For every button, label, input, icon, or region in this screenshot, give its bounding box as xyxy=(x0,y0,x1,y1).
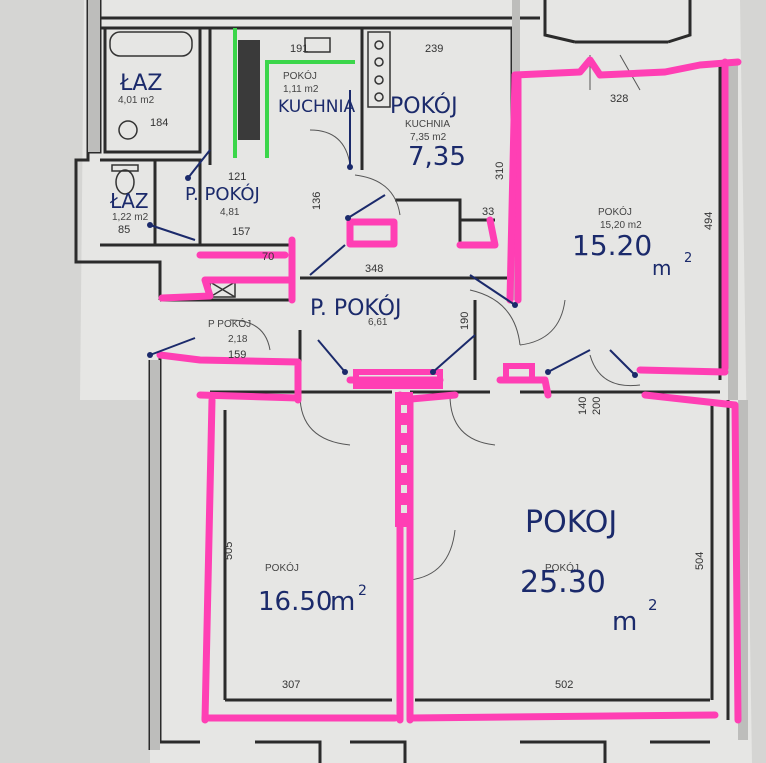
se-room-printed-label: POKÓJ xyxy=(545,561,579,574)
bath-hand-label: ŁAZ xyxy=(119,71,163,96)
se-room-dim-bottom: 502 xyxy=(555,679,573,691)
door-swings xyxy=(229,54,641,581)
bathtub-icon xyxy=(109,31,193,140)
bath-dim: 184 xyxy=(150,117,168,129)
green-marker xyxy=(233,28,355,158)
hall-area-printed: 6,61 xyxy=(368,317,388,328)
kitchen-hand-area: 7,35 xyxy=(408,142,466,172)
ne-room-dim-top: 328 xyxy=(610,93,628,105)
dim-140: 140 xyxy=(577,397,589,415)
bath-area-printed: 4,01 m2 xyxy=(118,95,155,106)
corridor-dim-2: 121 xyxy=(228,171,246,183)
corridor-dim-3: 136 xyxy=(311,192,323,210)
toilet-icon xyxy=(111,164,139,195)
old-kitchen-label: POKÓJ xyxy=(283,69,317,82)
arrow-dots xyxy=(147,164,638,378)
door-arrows xyxy=(149,90,636,376)
pillar-highlight xyxy=(503,363,535,383)
hall-dim-side: 190 xyxy=(459,312,471,330)
small-room-label: P POKÓJ xyxy=(208,317,251,330)
kitchen-printed-label: KUCHNIA xyxy=(405,119,450,130)
dim-200: 200 xyxy=(591,397,603,415)
small-room-area: 2,18 xyxy=(228,334,248,345)
small-bath-dim: 85 xyxy=(118,224,130,236)
se-room-hand-exp: 2 xyxy=(648,596,658,614)
small-room-dim: 159 xyxy=(228,349,246,361)
se-room-hand-label: POKOJ xyxy=(525,505,617,540)
ne-room-hand-exp: 2 xyxy=(684,251,692,266)
sw-room-hand-exp: 2 xyxy=(358,583,367,599)
se-room-hand-unit: m xyxy=(612,607,637,637)
pink-door-stubs xyxy=(395,392,413,527)
hall-dim: 348 xyxy=(365,263,383,275)
door-stub-holes xyxy=(401,405,407,513)
corridor-area-printed: 4,81 xyxy=(220,207,240,218)
se-room-dim-side: 504 xyxy=(694,552,706,570)
doorway-highlight xyxy=(353,369,443,389)
ne-room-printed-label: POKÓJ xyxy=(598,205,632,218)
ne-room-hand-unit: m xyxy=(652,256,671,280)
sw-room-printed-label: POKÓJ xyxy=(265,561,299,574)
sw-room-hand-unit: m xyxy=(330,587,355,617)
se-room-hand-area: 25.30 xyxy=(520,565,606,600)
small-bath-area-printed: 1,22 m2 xyxy=(112,212,149,223)
kitchen-hand-label: POKÓJ xyxy=(390,93,458,119)
stove-icon xyxy=(304,31,391,108)
corridor-hand-label: P. POKÓJ xyxy=(185,183,260,205)
small-bath-hand-label: ŁAZ xyxy=(109,189,149,213)
kitchen-counter xyxy=(238,40,260,140)
old-kitchen-area: 1,11 m2 xyxy=(283,84,319,95)
hall-hand-label: P. POKÓJ xyxy=(310,295,401,321)
kitchen-printed-area: 7,35 m2 xyxy=(410,132,447,143)
dim-70: 70 xyxy=(262,251,274,263)
ne-room-dim-side: 494 xyxy=(703,212,715,230)
sw-room-dim-bottom: 307 xyxy=(282,679,300,691)
old-kitchen-hand-label: KUCHNIA xyxy=(278,97,356,117)
kitchen-dim-top: 239 xyxy=(425,43,443,55)
sw-room-hand-area: 16.50 xyxy=(258,587,332,617)
old-kitchen-dim: 191 xyxy=(290,43,308,55)
kitchen-dim-side: 310 xyxy=(494,162,506,180)
sw-room-dim-side: 505 xyxy=(223,542,235,560)
ne-room-printed-area: 15,20 m2 xyxy=(600,220,642,231)
corridor-dim: 157 xyxy=(232,226,250,238)
dim-33: 33 xyxy=(482,206,494,218)
ne-room-hand-area: 15.20 xyxy=(572,229,652,262)
